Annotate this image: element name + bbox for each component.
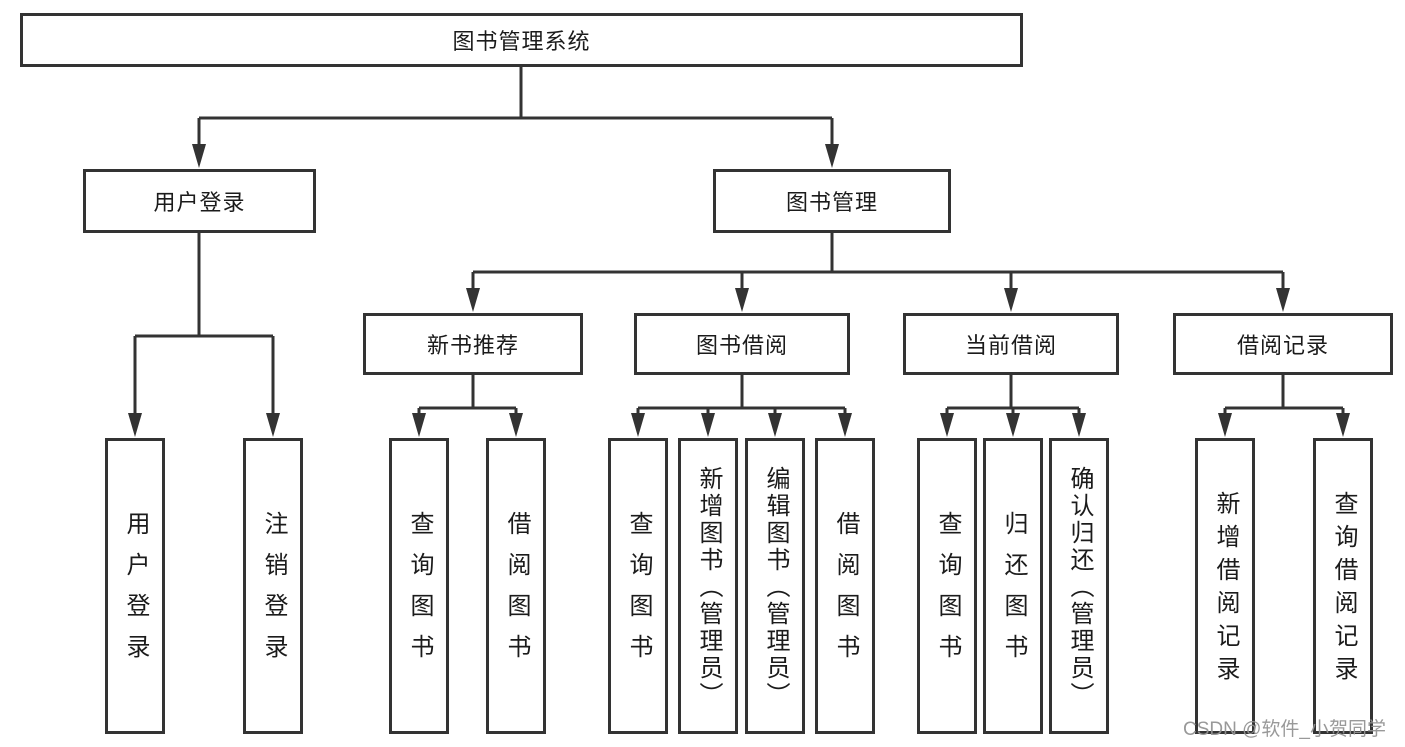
node-new-book-recommend: 新书推荐 bbox=[363, 313, 583, 375]
node-root-system: 图书管理系统 bbox=[20, 13, 1023, 67]
arrowheads-current-borrow-children bbox=[940, 413, 1086, 437]
arrowheads-borrow-records-children bbox=[1218, 413, 1350, 437]
leaf-query-books-current: 查询图书 bbox=[917, 438, 977, 734]
node-user-login: 用户登录 bbox=[83, 169, 316, 233]
leaf-edit-book-admin: 编辑图书（管理员） bbox=[745, 438, 805, 734]
arrowheads-book-borrow-children bbox=[631, 413, 852, 437]
leaf-borrow-books: 借阅图书 bbox=[815, 438, 875, 734]
connector-book-management-children bbox=[471, 232, 1285, 290]
connector-new-book-children bbox=[417, 374, 518, 415]
leaf-query-borrow-record: 查询借阅记录 bbox=[1313, 438, 1373, 734]
arrowheads-level3 bbox=[466, 288, 1290, 312]
leaf-query-books-recommend: 查询图书 bbox=[389, 438, 449, 734]
connector-user-login-children bbox=[133, 232, 275, 415]
leaf-add-borrow-record: 新增借阅记录 bbox=[1195, 438, 1255, 734]
node-borrow-records: 借阅记录 bbox=[1173, 313, 1393, 375]
leaf-query-books-borrow: 查询图书 bbox=[608, 438, 668, 734]
node-book-borrow: 图书借阅 bbox=[634, 313, 850, 375]
connector-book-borrow-children bbox=[636, 374, 847, 415]
leaf-confirm-return-admin: 确认归还（管理员） bbox=[1049, 438, 1109, 734]
connector-current-borrow-children bbox=[945, 374, 1081, 415]
leaf-logout: 注销登录 bbox=[243, 438, 303, 734]
arrowheads-user-login-children bbox=[128, 413, 280, 437]
arrowheads-new-book-children bbox=[412, 413, 523, 437]
leaf-return-book: 归还图书 bbox=[983, 438, 1043, 734]
leaf-add-book-admin: 新增图书（管理员） bbox=[678, 438, 738, 734]
node-book-management: 图书管理 bbox=[713, 169, 951, 233]
csdn-watermark: CSDN @软件_小贺同学 bbox=[1183, 719, 1386, 740]
leaf-borrow-books-recommend: 借阅图书 bbox=[486, 438, 546, 734]
arrowheads-level2 bbox=[192, 144, 839, 168]
connector-borrow-records-children bbox=[1223, 374, 1345, 415]
connector-root-to-level2 bbox=[197, 67, 834, 146]
leaf-user-login: 用户登录 bbox=[105, 438, 165, 734]
node-current-borrow: 当前借阅 bbox=[903, 313, 1119, 375]
